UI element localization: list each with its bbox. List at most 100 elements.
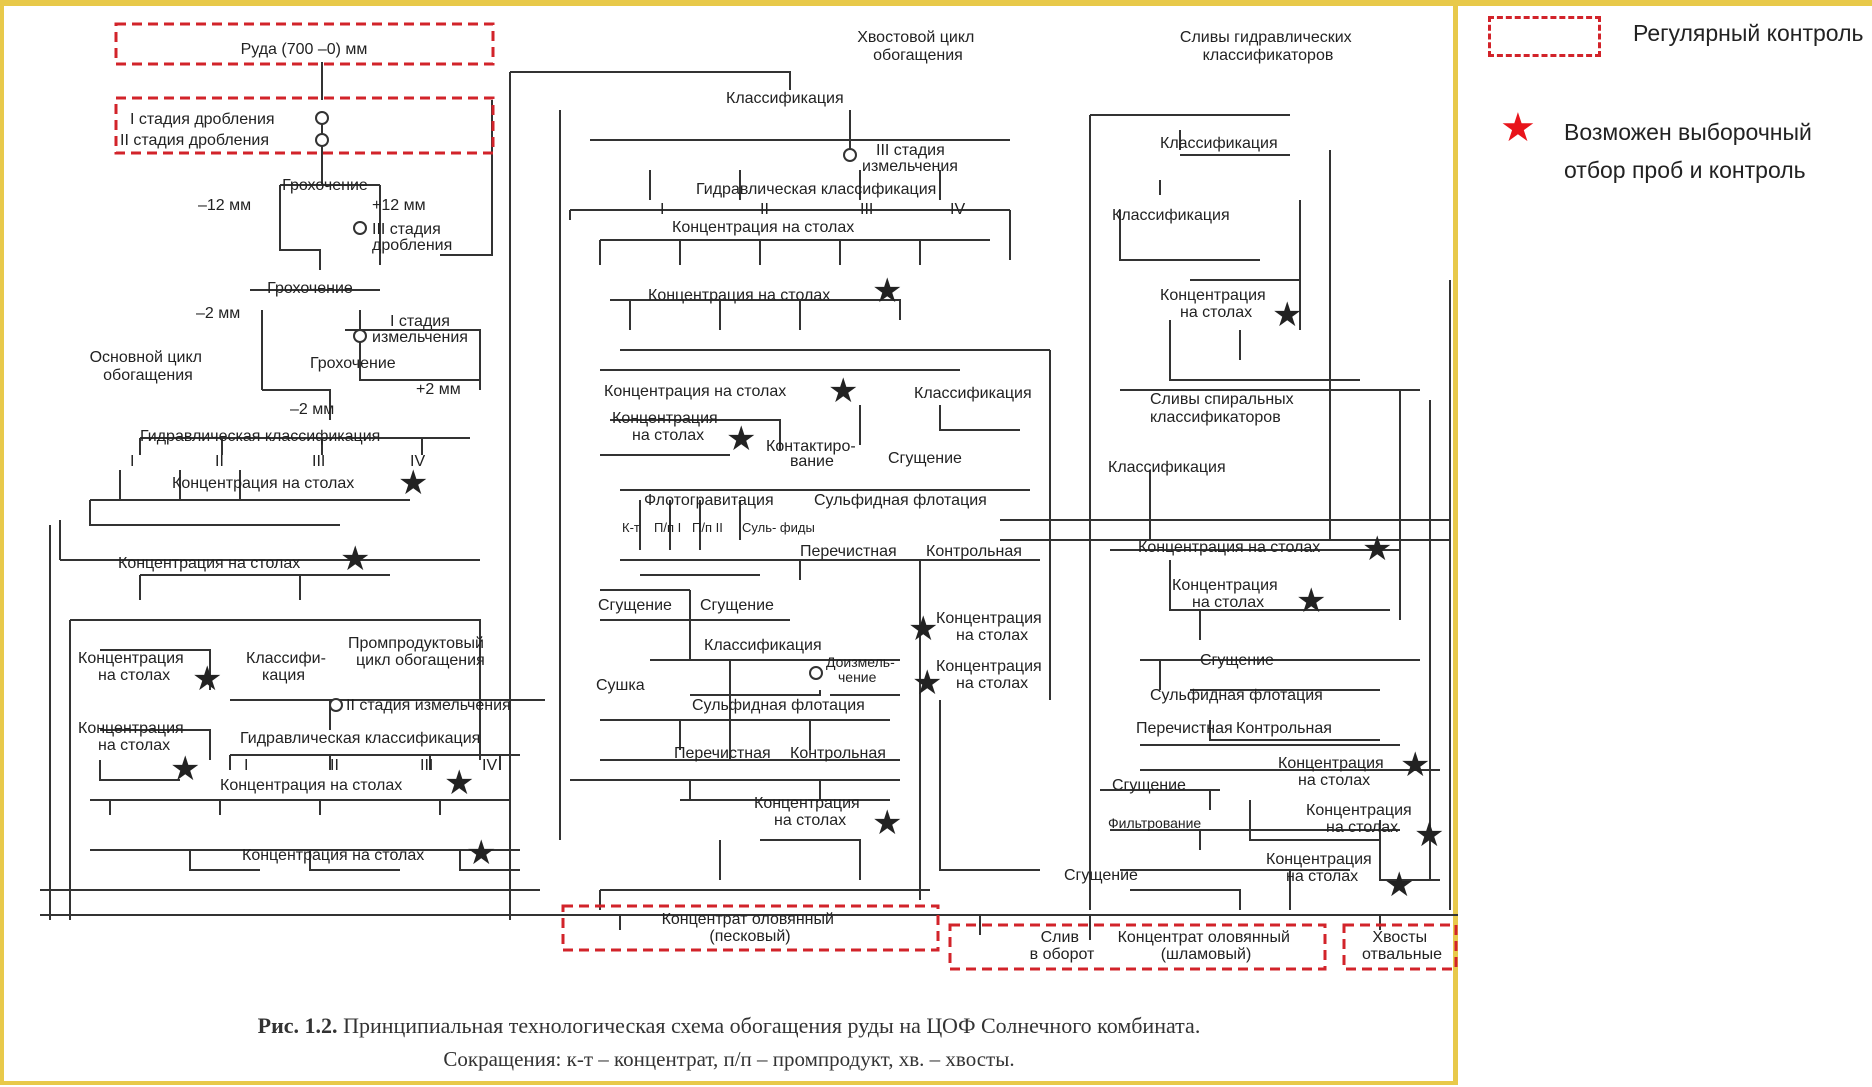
crush-3-b: дробления [372, 237, 452, 254]
legend-regular-control: Регулярный контроль [1633, 20, 1864, 46]
roman-t-2: II [760, 201, 769, 218]
classifier-overflows-2: классификаторов [1203, 47, 1334, 64]
label-crush-2: II стадия дробления [120, 132, 269, 149]
tails-a: Хвосты [1372, 929, 1427, 946]
cont-a: Контактиро- [766, 438, 856, 455]
grind-1-a: I стадия [390, 313, 450, 330]
legend-dashed-box [1488, 16, 1601, 57]
regrind-a: Доизмель- [826, 654, 895, 670]
label-table-conc-1: Концентрация на столах [172, 475, 354, 492]
recycle-b: в оборот [1030, 946, 1095, 963]
star-icon: ★ [1272, 296, 1302, 334]
crush-3-a: III стадия [372, 221, 441, 238]
tcr6-a: Концентрация [1266, 851, 1372, 868]
label-thickening-r1: Сгущение [1200, 652, 1274, 669]
tail-cycle-text-2: обогащения [873, 47, 963, 64]
star-icon: ★ [828, 372, 858, 410]
roman-2-1: I [244, 757, 248, 774]
label-classifier-overflows: Сливы гидравлических классификаторов [1180, 29, 1356, 64]
roman-1: I [130, 453, 134, 470]
cls1-b: кация [262, 667, 305, 684]
tct7-a: Концентрация [754, 795, 860, 812]
tct6-a: Концентрация [936, 658, 1042, 675]
tcr1-a: Концентрация [1160, 287, 1266, 304]
tcr5-b: на столах [1326, 819, 1398, 836]
label-table-conc-t2: Концентрация на столах [648, 287, 830, 304]
label-ore: Руда (700 –0) мм [241, 41, 368, 58]
label-grind-2: II стадия измельчения [346, 697, 511, 714]
tct6-b: на столах [956, 675, 1028, 692]
label-table-conc-5: Концентрация на столах [220, 777, 402, 794]
label-thickening-t1: Сгущение [888, 450, 962, 467]
label-control-t2: Контрольная [790, 745, 886, 762]
label-hydro-class-1: Гидравлическая классификация [140, 428, 380, 445]
label-product-recycle: Слив в оборот [1030, 929, 1095, 963]
label-table-conc-t6: Концентрация на столах [936, 658, 1046, 692]
label-size-minus12: –12 мм [198, 197, 251, 214]
flowsheet-diagram: Руда (700 –0) мм Хвостовой цикл обогащен… [40, 22, 1458, 971]
label-table-conc-r3: Концентрация на столах [1172, 577, 1282, 611]
label-sulfide-flot-t2: Сульфидная флотация [692, 697, 865, 714]
label-drying: Сушка [596, 677, 645, 694]
figure-caption-title: Рис. 1.2. Принципиальная технологическая… [0, 1013, 1458, 1039]
main-cycle-b: обогащения [103, 367, 193, 384]
grind-1-b: измельчения [372, 329, 468, 346]
label-sulfide-flot-t1: Сульфидная флотация [814, 492, 987, 509]
label-table-conc-t4: Концентрация на столах [612, 410, 722, 444]
roman-4: IV [410, 453, 425, 470]
label-main-cycle: Основной цикл обогащения [90, 349, 207, 384]
label-classification-r3: Классификация [1108, 459, 1226, 476]
label-small-pp1: П/п I [654, 520, 681, 535]
control-box-sand-conc [561, 904, 940, 952]
figure-frame [0, 0, 1458, 1085]
label-table-conc-4: Концентрация на столах [78, 720, 188, 754]
label-table-conc-t7: Концентрация на столах [754, 795, 864, 829]
label-product-sand: Концентрат оловянный (песковый) [662, 911, 839, 945]
star-icon: ★ [1384, 866, 1414, 904]
roman-t-3: III [860, 201, 873, 218]
mill-3-icon [843, 148, 857, 162]
main-cycle-a: Основной цикл [90, 349, 202, 366]
star-icon: ★ [1296, 582, 1326, 620]
star-icon: ★ [170, 750, 200, 788]
tcr1-b: на столах [1180, 304, 1252, 321]
tcr4-b: на столах [1298, 772, 1370, 789]
label-product-tails: Хвосты отвальные [1362, 929, 1442, 963]
label-crush-3: III стадия дробления [372, 221, 452, 254]
roman-t-1: I [660, 201, 664, 218]
label-small-kt: К-т [622, 520, 640, 535]
star-icon: ★ [466, 834, 496, 872]
label-classification-t2: Классификация [914, 385, 1032, 402]
mid-a: Промпродуктовый [348, 635, 484, 652]
label-small-sulf: Суль- фиды [742, 520, 815, 535]
crusher-1-icon [315, 111, 329, 125]
label-flotogravity: Флотогравитация [644, 492, 774, 509]
mill-2-icon [329, 698, 343, 712]
roman-2-2: II [330, 757, 339, 774]
figure-title: Принципиальная технологическая схема обо… [343, 1013, 1201, 1038]
label-classification-r1: Классификация [1160, 135, 1278, 152]
classifier-overflows-1: Сливы гидравлических [1180, 29, 1352, 46]
star-icon: ★ [1414, 816, 1444, 854]
tcr5-a: Концентрация [1306, 802, 1412, 819]
slime-b: (шламовый) [1161, 946, 1252, 963]
label-table-conc-r6: Концентрация на столах [1266, 851, 1376, 885]
roman-t-4: IV [950, 201, 965, 218]
mid-b: цикл обогащения [356, 652, 485, 669]
label-control-t1: Контрольная [926, 543, 1022, 560]
sand-a: Концентрат оловянный [662, 911, 834, 928]
label-size-plus2: +2 мм [416, 381, 461, 398]
cont-b: вание [790, 453, 834, 470]
label-sulfide-flot-r: Сульфидная флотация [1150, 687, 1323, 704]
roman-2: II [215, 453, 224, 470]
regrind-mill-icon [809, 666, 823, 680]
tct5-a: Концентрация [936, 610, 1042, 627]
label-grind-3: III стадия измельчения [862, 142, 958, 175]
legend-selective-sampling: Возможен выборочный отбор проб и контрол… [1564, 119, 1812, 183]
mill-circles [315, 111, 857, 712]
label-table-conc-3: Концентрация на столах [78, 650, 188, 684]
star-icon: ★ [726, 420, 756, 458]
star-icon: ★ [444, 764, 474, 802]
label-table-conc-6: Концентрация на столах [242, 847, 424, 864]
tc3-a: Концентрация [78, 650, 184, 667]
